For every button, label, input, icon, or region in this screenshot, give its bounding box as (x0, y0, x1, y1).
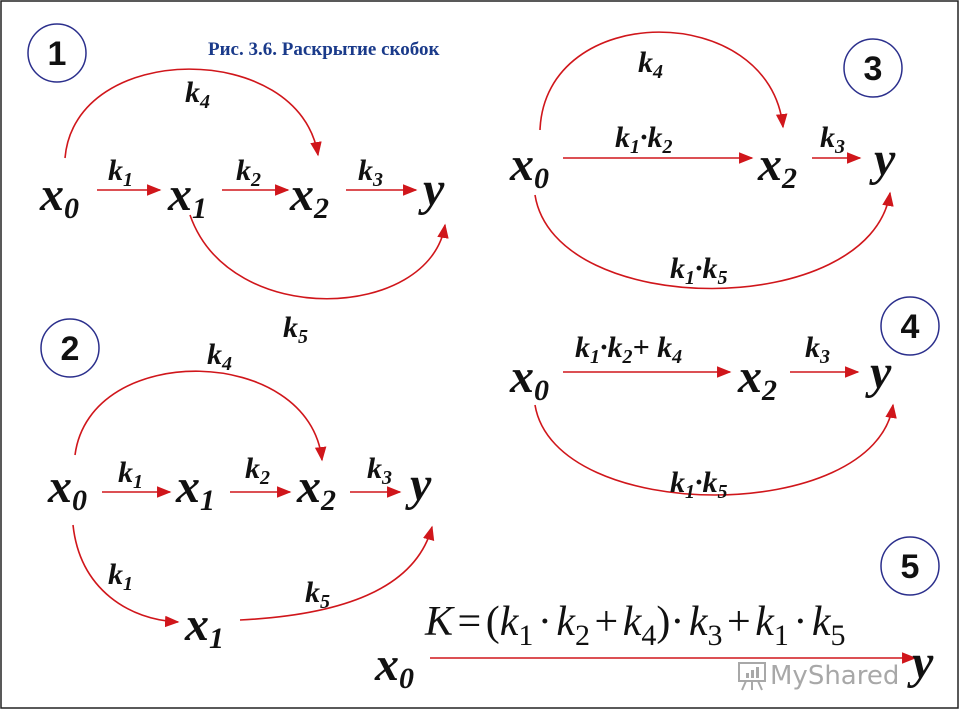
edge-k4-curve (539, 31, 788, 131)
label-k2: k2 (236, 154, 261, 191)
node-x0: x0 (509, 138, 549, 195)
label-k3: k3 (805, 331, 830, 368)
label-k1-lower: k1 (108, 558, 133, 595)
panel-2: 2 x0 x1 x2 y x1 k1 k2 k3 k4 k1 k5 (40, 318, 435, 655)
panel-number: 5 (901, 548, 920, 586)
panel-number-circle (27, 23, 87, 83)
label-k3: k3 (820, 121, 845, 158)
node-y: y (907, 636, 934, 689)
node-y: y (418, 163, 445, 216)
edge-k1k5-curve (534, 403, 897, 496)
node-x0: x0 (509, 350, 549, 407)
figure-title: Рис. 3.6. Раскрытие скобок (208, 39, 439, 60)
node-x2: x2 (737, 350, 777, 407)
watermark-text: MyShared (770, 661, 899, 691)
panel-1: 1 x0 x1 x2 y k1 k2 k3 k4 k5 (27, 23, 449, 348)
label-k2: k2 (245, 452, 270, 489)
panel-number: 4 (901, 308, 920, 346)
transfer-formula: K = (k1 · k2 + k4)· k3 + k1 · k5 (424, 599, 846, 652)
node-y: y (869, 133, 896, 186)
edge-k1k5-curve (534, 191, 894, 290)
panel-number-circle (880, 296, 940, 356)
edge-k4-curve (74, 370, 327, 462)
node-x0: x0 (374, 638, 414, 695)
node-x1: x1 (175, 460, 215, 517)
node-x2: x2 (289, 168, 329, 225)
label-k4: k4 (185, 76, 210, 113)
panel-5: 5 K = (k1 · k2 + k4)· k3 + k1 · k5 x0 y (374, 536, 940, 695)
watermark: MyShared (738, 661, 899, 691)
node-x1-lower: x1 (184, 598, 224, 655)
edge-k4-curve (64, 68, 322, 159)
panel-number-circle (843, 38, 903, 98)
label-k1: k1 (108, 154, 133, 191)
edge-x1b-y (239, 525, 435, 621)
label-k3: k3 (358, 154, 383, 191)
node-x0: x0 (47, 460, 87, 517)
label-k1k2-plus-k4: k1·k2+ k4 (575, 331, 682, 368)
node-x1: x1 (167, 168, 207, 225)
panel-number-circle (40, 318, 100, 378)
label-k3: k3 (367, 452, 392, 489)
node-x2: x2 (757, 138, 797, 195)
node-y: y (865, 346, 892, 399)
label-k5: k5 (305, 576, 330, 613)
panel-3: 3 x0 x2 y k4 k1·k2 k3 k1·k5 (509, 31, 903, 290)
edge-x0-x1b (72, 524, 180, 628)
panel-number: 3 (864, 50, 883, 88)
label-k1: k1 (118, 456, 143, 493)
label-k5: k5 (283, 311, 308, 348)
label-k1k5: k1·k5 (670, 252, 728, 289)
node-y: y (405, 458, 432, 511)
panel-number: 1 (48, 35, 67, 73)
label-k4: k4 (638, 46, 663, 83)
node-x0: x0 (39, 168, 79, 225)
panel-number-circle (880, 536, 940, 596)
presentation-board-icon (738, 662, 766, 691)
label-k1k5: k1·k5 (670, 466, 728, 503)
label-k1k2: k1·k2 (615, 121, 673, 158)
node-x2: x2 (296, 460, 336, 517)
panel-number: 2 (61, 330, 80, 368)
label-k4: k4 (207, 338, 232, 375)
edge-k5-curve (189, 214, 449, 300)
panel-4: 4 x0 x2 y k1·k2+ k4 k3 k1·k5 (509, 296, 940, 503)
